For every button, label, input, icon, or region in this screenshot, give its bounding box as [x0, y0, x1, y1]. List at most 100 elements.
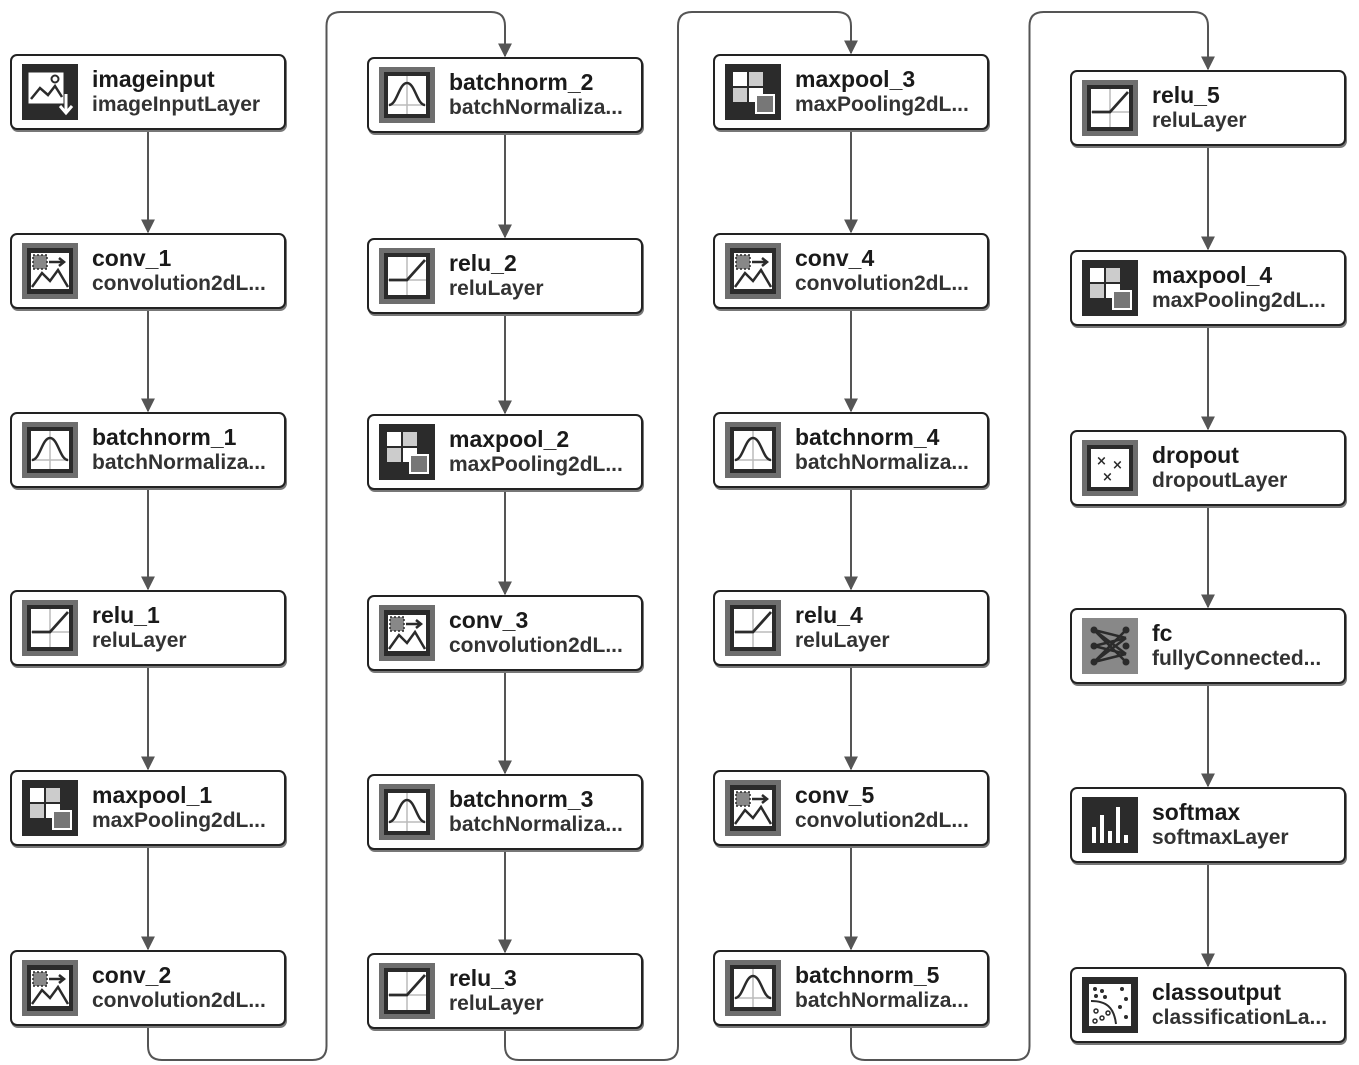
- layer-type: reluLayer: [92, 629, 187, 652]
- relu-icon: [379, 963, 435, 1019]
- svg-text:×: ×: [1102, 470, 1113, 485]
- layer-type: batchNormaliza...: [795, 451, 969, 474]
- relu-icon: [725, 600, 781, 656]
- maxpool-icon: [1082, 260, 1138, 316]
- maxpool-icon: [725, 64, 781, 120]
- layer-name: batchnorm_3: [449, 786, 594, 812]
- batchnorm-icon: [379, 67, 435, 123]
- layer-name: conv_1: [92, 245, 172, 271]
- layer-name: relu_4: [795, 602, 863, 628]
- layer-type: maxPooling2dL...: [92, 809, 266, 832]
- layer-type: maxPooling2dL...: [795, 93, 969, 116]
- batchnorm-icon: [379, 784, 435, 840]
- layer-type: batchNormaliza...: [449, 96, 623, 119]
- svg-text:×: ×: [1112, 458, 1123, 473]
- softmax-icon: [1082, 797, 1138, 853]
- layer-name: relu_3: [449, 965, 517, 991]
- layer-name: classoutput: [1152, 979, 1282, 1005]
- layer-name: maxpool_2: [449, 426, 570, 452]
- layer-type: imageInputLayer: [92, 93, 261, 116]
- layer-type: reluLayer: [1152, 109, 1247, 132]
- layer-name: conv_5: [795, 782, 875, 808]
- batchnorm-icon: [22, 422, 78, 478]
- layer-name: dropout: [1152, 442, 1239, 468]
- layer-type: convolution2dL...: [795, 272, 969, 295]
- convolution-icon: [725, 780, 781, 836]
- maxpool-icon: [22, 780, 78, 836]
- layer-type: convolution2dL...: [92, 989, 266, 1012]
- layer-type: maxPooling2dL...: [449, 453, 623, 476]
- layer-name: maxpool_3: [795, 66, 916, 92]
- convolution-icon: [725, 243, 781, 299]
- layer-name: relu_1: [92, 602, 160, 628]
- layer-name: conv_4: [795, 245, 875, 271]
- convolution-icon: [379, 605, 435, 661]
- layer-type: reluLayer: [795, 629, 890, 652]
- layer-name: batchnorm_2: [449, 69, 594, 95]
- layer-name: conv_2: [92, 962, 172, 988]
- relu-icon: [379, 248, 435, 304]
- layer-name: relu_5: [1152, 82, 1220, 108]
- image-input-icon: [22, 64, 78, 120]
- relu-icon: [22, 600, 78, 656]
- batchnorm-icon: [725, 422, 781, 478]
- layer-type: convolution2dL...: [449, 634, 623, 657]
- wrap-wire-2: [850, 11, 1215, 1061]
- layer-name: maxpool_4: [1152, 262, 1273, 288]
- layer-type: batchNormaliza...: [795, 989, 969, 1012]
- layer-name: fc: [1152, 620, 1173, 646]
- layer-name: imageinput: [92, 66, 215, 92]
- layer-name: batchnorm_5: [795, 962, 940, 988]
- convolution-icon: [22, 960, 78, 1016]
- layer-type: convolution2dL...: [92, 272, 266, 295]
- layer-type: maxPooling2dL...: [1152, 289, 1326, 312]
- layer-type: fullyConnected...: [1152, 647, 1322, 670]
- layer-name: softmax: [1152, 799, 1241, 825]
- wrap-wire-1: [504, 11, 858, 1061]
- layer-name: batchnorm_1: [92, 424, 237, 450]
- layer-type: batchNormaliza...: [449, 813, 623, 836]
- relu-icon: [1082, 80, 1138, 136]
- fully-connected-icon: [1082, 618, 1138, 674]
- layer-name: relu_2: [449, 250, 517, 276]
- layer-type: softmaxLayer: [1152, 826, 1289, 849]
- layer-name: conv_3: [449, 607, 529, 633]
- layer-name: maxpool_1: [92, 782, 213, 808]
- wrap-wire-0: [147, 11, 512, 1061]
- layer-type: reluLayer: [449, 992, 544, 1015]
- layer-type: batchNormaliza...: [92, 451, 266, 474]
- layer-type: reluLayer: [449, 277, 544, 300]
- svg-text:×: ×: [1096, 454, 1107, 469]
- layer-type: convolution2dL...: [795, 809, 969, 832]
- batchnorm-icon: [725, 960, 781, 1016]
- classification-output-icon: [1082, 977, 1138, 1033]
- layer-name: batchnorm_4: [795, 424, 940, 450]
- layer-type: classificationLa...: [1152, 1006, 1328, 1029]
